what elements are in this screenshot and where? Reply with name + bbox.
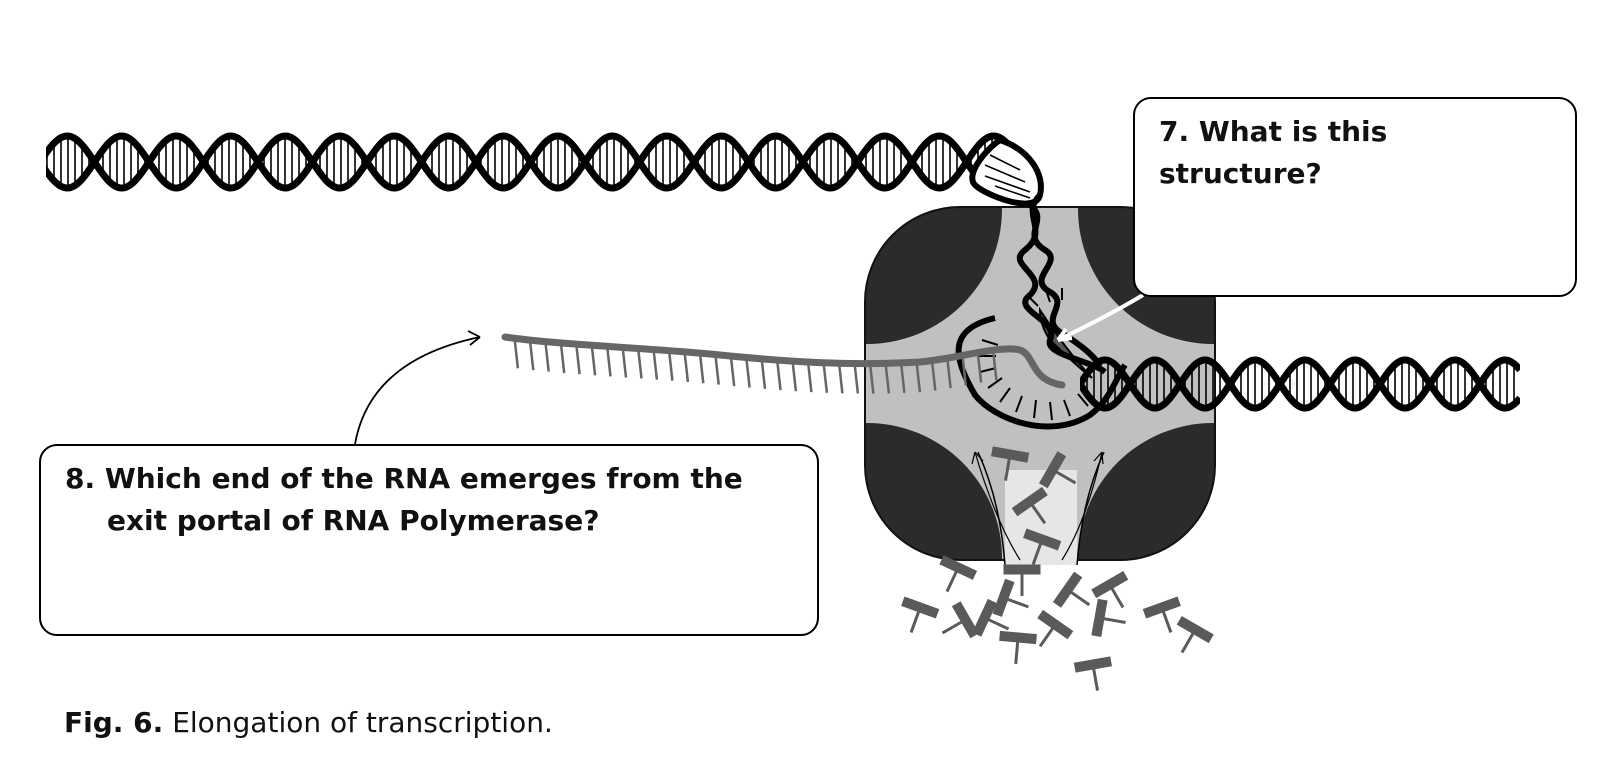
rna-base-tick (513, 341, 520, 369)
rna-base-tick (884, 366, 891, 394)
nucleotide (1091, 570, 1129, 609)
nucleotide (1176, 615, 1214, 654)
rna-base-tick (760, 361, 767, 390)
rna-base-tick (668, 353, 674, 381)
rna-base-tick (729, 358, 736, 387)
rna-base-tick (683, 354, 690, 383)
rna-base-tick (590, 348, 597, 376)
rna-base-tick (559, 345, 566, 374)
nucleotide (939, 555, 978, 593)
active-site (1038, 306, 1093, 379)
rna-base-tick (807, 364, 813, 393)
nucleotide-channel (971, 451, 1105, 566)
rna-base-tick (869, 366, 875, 394)
rna-base-tick (822, 365, 829, 393)
question-7-line-1: 7. What is this (1159, 115, 1388, 148)
rna-base-tick (853, 366, 860, 394)
nucleotide (941, 601, 980, 639)
question-8-text: 8. Which end of the RNA emerges from the… (65, 458, 817, 542)
nucleotide-entry-arrow-left (974, 451, 1021, 561)
rna-base-tick (931, 363, 937, 391)
nucleotide (1038, 451, 1077, 489)
nucleotide (1091, 598, 1126, 638)
rna-base-tick (915, 365, 922, 393)
rna-transcript (501, 333, 1066, 394)
question-7-box: 7. What is this structure? (1133, 97, 1577, 297)
rna-base-tick (791, 364, 798, 392)
rna-base-tick (544, 344, 550, 372)
nucleotide (1073, 656, 1113, 691)
nucleotide (901, 596, 940, 633)
rna-base-tick (838, 366, 844, 394)
nucleotide (972, 598, 1010, 637)
rna-base-tick (976, 355, 983, 383)
question-8-box: 8. Which end of the RNA emerges from the… (39, 444, 819, 636)
pointer-arrow-7 (1056, 293, 1145, 342)
rna-base-tick (776, 362, 782, 391)
free-nucleotides (901, 446, 1214, 691)
polymerase-lobe-top-left (865, 207, 1002, 344)
rna-base-tick (992, 352, 998, 381)
nucleotide (990, 446, 1030, 481)
figure-caption: Fig. 6. Elongation of transcription. (64, 706, 553, 739)
dna-entry-turn (969, 136, 1107, 375)
caption-label: Fig. 6. (64, 706, 164, 739)
dna-helix-left (46, 132, 1013, 192)
question-7-line-2: structure? (1159, 157, 1322, 190)
rna-base-tick (714, 357, 720, 385)
rna-base-tick (961, 358, 968, 386)
question-8-line-2: exit portal of RNA Polymerase? (107, 504, 600, 537)
nucleotide (999, 630, 1037, 665)
question-8-line-1: 8. Which end of the RNA emerges from the (65, 462, 743, 495)
nucleotide (1023, 528, 1062, 565)
rna-base-tick (946, 360, 952, 389)
nucleotide-entry-arrow-right (1061, 451, 1103, 561)
nucleotide (1003, 564, 1041, 596)
caption-text: Elongation of transcription. (172, 706, 553, 739)
dna-helix-right (1080, 356, 1520, 412)
polymerase-lobe-bottom-right (1078, 423, 1215, 560)
rna-base-tick (652, 352, 659, 380)
question-7-text: 7. What is this structure? (1159, 111, 1575, 195)
rna-base-tick (606, 349, 612, 377)
rna-base-tick (745, 360, 751, 388)
rna-base-tick (621, 350, 628, 378)
nucleotide (992, 578, 1029, 617)
rna-base-tick (637, 351, 643, 379)
nucleotide (1011, 486, 1048, 525)
rna-base-tick (529, 342, 535, 371)
nucleotide (1037, 609, 1074, 648)
nucleotide (1142, 596, 1181, 633)
rna-base-tick (900, 365, 906, 394)
rna-base-tick (575, 347, 581, 375)
nucleotide (1052, 571, 1091, 608)
rna-base-tick (699, 356, 705, 384)
pointer-arrow-8 (354, 330, 481, 445)
